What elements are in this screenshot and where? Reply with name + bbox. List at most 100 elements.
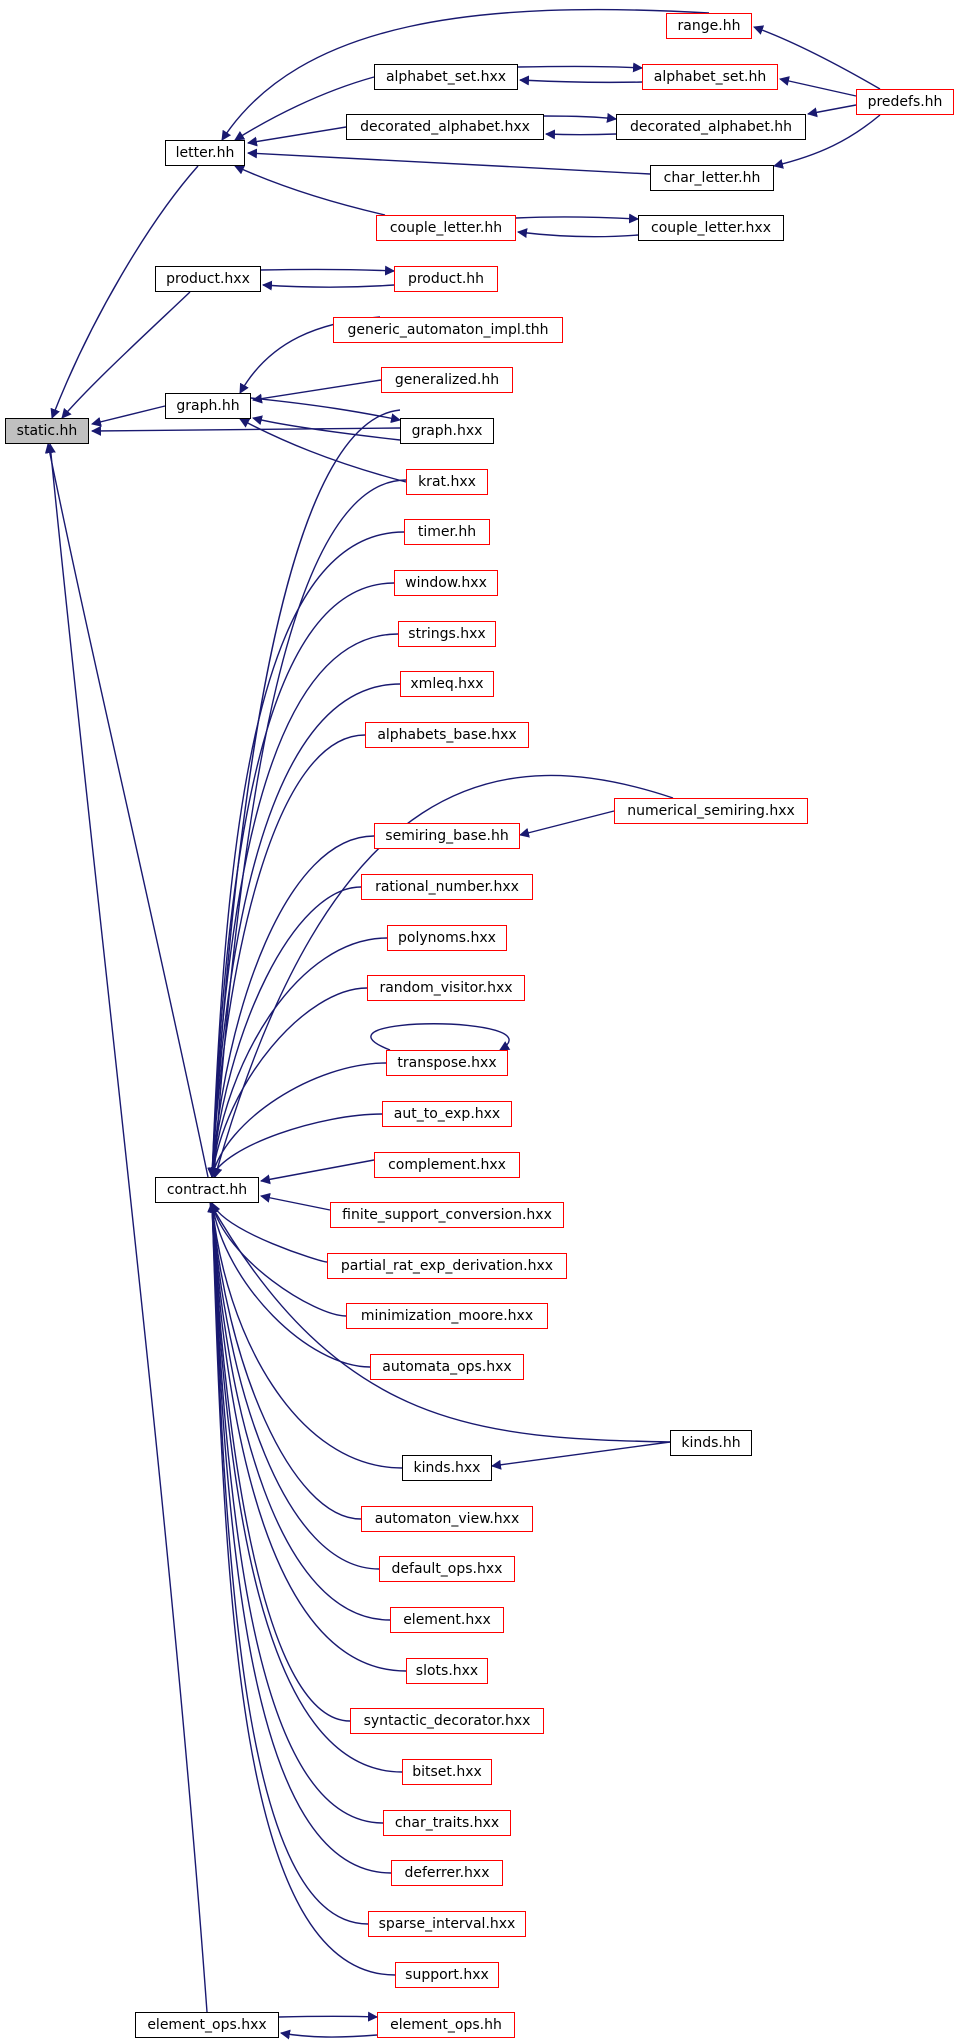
edge-elementopshxx-to-elementopshh xyxy=(278,2011,378,2022)
edge-predefs-to-decoratedhh xyxy=(807,104,857,118)
node-label: slots.hxx xyxy=(415,1663,479,1679)
node-label: alphabets_base.hxx xyxy=(377,727,517,743)
node-complement-hxx[interactable]: complement.hxx xyxy=(374,1152,520,1178)
node-couple-letter-hh[interactable]: couple_letter.hh xyxy=(376,215,516,241)
node-partial-rat-exp-derivation-hxx[interactable]: partial_rat_exp_derivation.hxx xyxy=(327,1253,567,1279)
node-transpose-hxx[interactable]: transpose.hxx xyxy=(386,1050,508,1076)
edge-semiring-base-to-contract xyxy=(207,835,375,1178)
edge-couplehxx-to-couplehh xyxy=(517,228,639,239)
node-sparse-interval-hxx[interactable]: sparse_interval.hxx xyxy=(368,1911,526,1937)
node-element-ops-hh[interactable]: element_ops.hh xyxy=(377,2012,515,2038)
node-label: partial_rat_exp_derivation.hxx xyxy=(340,1258,554,1274)
node-semiring-base-hh[interactable]: semiring_base.hh xyxy=(374,823,520,849)
node-char-letter-hh[interactable]: char_letter.hh xyxy=(650,165,774,191)
edge-couplehh-to-couplehxx xyxy=(515,213,639,224)
node-rational-number-hxx[interactable]: rational_number.hxx xyxy=(361,874,533,900)
node-bitset-hxx[interactable]: bitset.hxx xyxy=(402,1759,492,1785)
edge-bitset-to-contract xyxy=(207,1202,403,1773)
node-alphabets-base-hxx[interactable]: alphabets_base.hxx xyxy=(365,722,529,748)
node-label: graph.hxx xyxy=(411,423,483,439)
node-range-hh[interactable]: range.hh xyxy=(666,13,752,39)
node-aut-to-exp-hxx[interactable]: aut_to_exp.hxx xyxy=(382,1101,512,1127)
edge-graphhxx-to-graph xyxy=(252,415,401,441)
edge-decoratedhh-to-decoratedhxx xyxy=(545,129,617,140)
node-graph-hh[interactable]: graph.hh xyxy=(165,393,251,419)
node-product-hxx[interactable]: product.hxx xyxy=(155,266,261,292)
node-label: bitset.hxx xyxy=(412,1764,482,1780)
node-random-visitor-hxx[interactable]: random_visitor.hxx xyxy=(367,975,525,1001)
node-support-hxx[interactable]: support.hxx xyxy=(395,1962,499,1988)
node-automaton-view-hxx[interactable]: automaton_view.hxx xyxy=(361,1506,533,1532)
node-kinds-hxx[interactable]: kinds.hxx xyxy=(402,1455,492,1481)
edge-krat-to-contract xyxy=(209,479,407,1178)
edge-krat-to-graph xyxy=(239,418,407,483)
edge-deferrer-to-contract xyxy=(207,1202,392,1874)
node-numerical-semiring-hxx[interactable]: numerical_semiring.hxx xyxy=(614,798,808,824)
node-minimization-moore-hxx[interactable]: minimization_moore.hxx xyxy=(346,1303,548,1329)
node-xmleq-hxx[interactable]: xmleq.hxx xyxy=(400,671,494,697)
node-static-hh[interactable]: static.hh xyxy=(5,418,89,444)
edge-predefs-to-charletter xyxy=(773,114,881,169)
node-decorated-alphabet-hxx[interactable]: decorated_alphabet.hxx xyxy=(346,114,544,140)
node-label: couple_letter.hh xyxy=(389,220,503,236)
node-default-ops-hxx[interactable]: default_ops.hxx xyxy=(379,1556,515,1582)
node-alphabet-set-hxx[interactable]: alphabet_set.hxx xyxy=(374,64,518,90)
node-label: kinds.hxx xyxy=(413,1460,481,1476)
node-finite-support-conversion-hxx[interactable]: finite_support_conversion.hxx xyxy=(330,1202,564,1228)
node-graph-hxx[interactable]: graph.hxx xyxy=(400,418,494,444)
node-label: predefs.hh xyxy=(867,94,943,110)
node-alphabet-set-hh[interactable]: alphabet_set.hh xyxy=(642,64,778,90)
node-krat-hxx[interactable]: krat.hxx xyxy=(406,469,488,495)
edge-couplehh-to-letter xyxy=(234,165,386,216)
node-syntactic-decorator-hxx[interactable]: syntactic_decorator.hxx xyxy=(350,1708,544,1734)
edge-graphhxx-to-contract xyxy=(207,409,401,1178)
node-generalized-hh[interactable]: generalized.hh xyxy=(381,367,513,393)
node-label: strings.hxx xyxy=(408,626,486,642)
edge-alphabets-base-to-contract xyxy=(207,734,366,1178)
edge-numerical-to-semiringbase xyxy=(519,810,615,838)
node-couple-letter-hxx[interactable]: couple_letter.hxx xyxy=(638,215,784,241)
node-char-traits-hxx[interactable]: char_traits.hxx xyxy=(383,1810,511,1836)
node-automata-ops-hxx[interactable]: automata_ops.hxx xyxy=(370,1354,524,1380)
node-label: support.hxx xyxy=(405,1967,489,1983)
node-slots-hxx[interactable]: slots.hxx xyxy=(406,1658,488,1684)
node-element-hxx[interactable]: element.hxx xyxy=(390,1607,504,1633)
node-window-hxx[interactable]: window.hxx xyxy=(394,570,498,596)
edge-kinds-hxx-to-contract xyxy=(207,1202,403,1469)
node-contract-hh[interactable]: contract.hh xyxy=(155,1177,259,1203)
node-label: alphabet_set.hh xyxy=(653,69,767,85)
node-polynoms-hxx[interactable]: polynoms.hxx xyxy=(387,925,507,951)
node-label: generalized.hh xyxy=(394,372,500,388)
node-deferrer-hxx[interactable]: deferrer.hxx xyxy=(391,1860,503,1886)
node-decorated-alphabet-hh[interactable]: decorated_alphabet.hh xyxy=(616,114,806,140)
edge-alphabetsethxx-to-alphabetsethh xyxy=(517,62,643,73)
edge-finite-support-to-contract xyxy=(260,1192,331,1211)
node-label: automata_ops.hxx xyxy=(382,1359,512,1375)
node-label: kinds.hh xyxy=(681,1435,741,1451)
node-label: element.hxx xyxy=(403,1612,491,1628)
node-label: default_ops.hxx xyxy=(391,1561,503,1577)
node-label: transpose.hxx xyxy=(397,1055,497,1071)
node-predefs-hh[interactable]: predefs.hh xyxy=(856,89,954,115)
node-label: alphabet_set.hxx xyxy=(385,69,507,85)
edge-graph-to-graphhxx xyxy=(250,397,401,424)
edge-producthh-to-producthxx xyxy=(262,280,395,291)
node-kinds-hh[interactable]: kinds.hh xyxy=(670,1430,752,1456)
edge-generalized-to-graph xyxy=(252,379,382,404)
edge-syntactic-decorator-to-contract xyxy=(207,1202,351,1722)
node-strings-hxx[interactable]: strings.hxx xyxy=(398,621,496,647)
node-product-hh[interactable]: product.hh xyxy=(394,266,498,292)
node-label: range.hh xyxy=(677,18,741,34)
edge-minimization-moore-to-contract xyxy=(209,1202,347,1317)
node-generic-automaton-impl-thh[interactable]: generic_automaton_impl.thh xyxy=(333,317,563,343)
edge-partial-rat-exp-to-contract xyxy=(211,1202,328,1263)
node-timer-hh[interactable]: timer.hh xyxy=(404,519,490,545)
node-letter-hh[interactable]: letter.hh xyxy=(165,140,245,166)
node-label: graph.hh xyxy=(176,398,240,414)
node-element-ops-hxx[interactable]: element_ops.hxx xyxy=(135,2012,279,2038)
node-label: decorated_alphabet.hh xyxy=(629,119,793,135)
edge-kindshh-to-contract xyxy=(209,1202,671,1443)
edge-numerical-to-contract xyxy=(212,774,674,1178)
edge-letter-to-static xyxy=(50,165,199,419)
